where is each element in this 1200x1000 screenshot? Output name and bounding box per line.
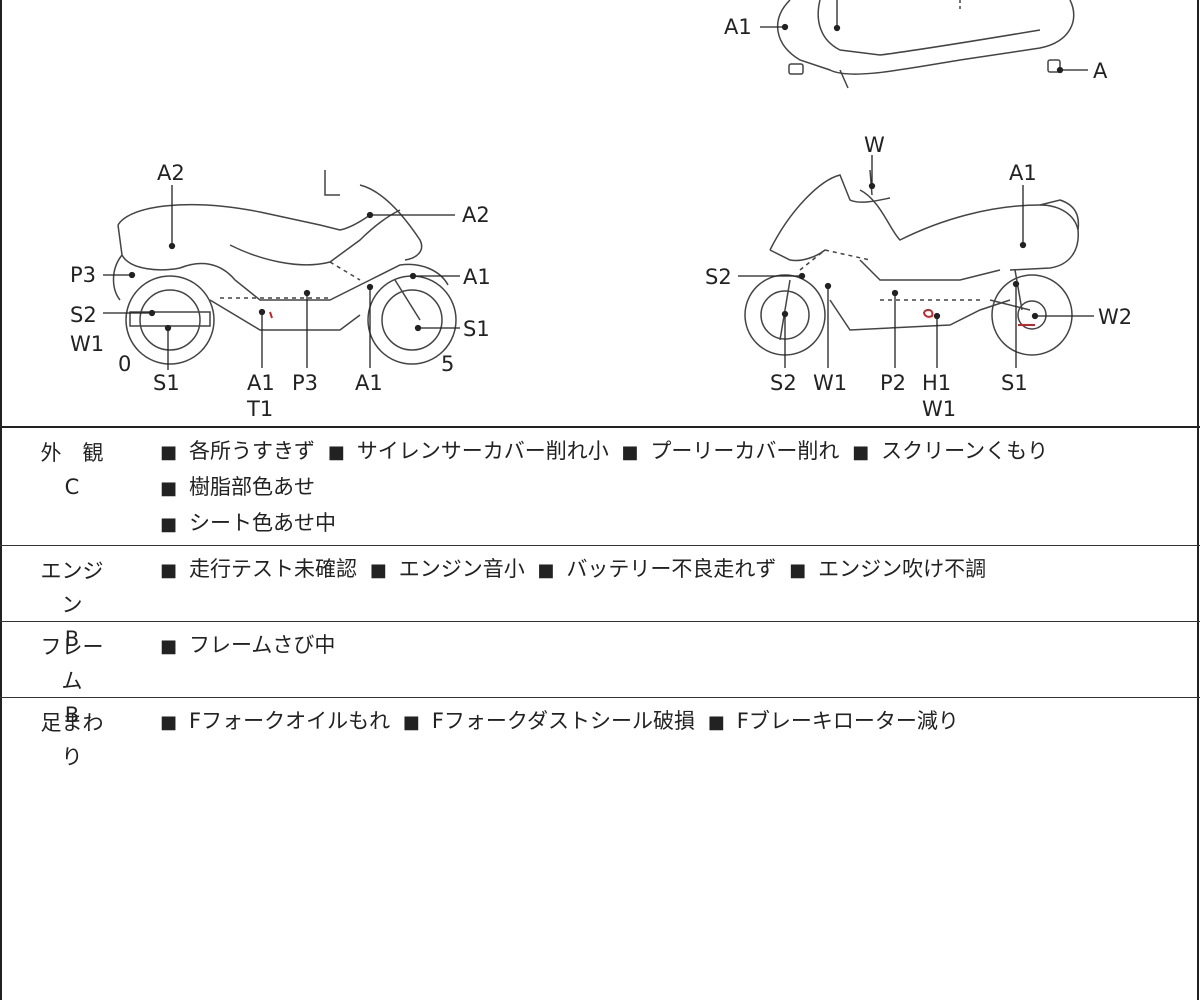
condition-item: バッテリー不良走れず (537, 557, 776, 581)
label-right-a1: A1 (1009, 161, 1037, 185)
condition-item: Fフォークオイルもれ (160, 709, 390, 733)
label-left-0: 0 (118, 352, 131, 376)
condition-row-suspension: 足まわり Fフォークオイルもれ Fフォークダストシール破損 Fブレーキローター減… (0, 698, 1200, 769)
label-left-s2: S2 (70, 303, 97, 327)
category-name: 足まわり (40, 711, 104, 769)
label-left-s1-right: S1 (463, 317, 490, 341)
label-right-s2-bottom: S2 (770, 371, 797, 395)
left-front-wheel (367, 275, 457, 365)
condition-row-frame: フレーム B フレームさび中 (0, 622, 1200, 727)
condition-item: エンジン吹け不調 (789, 557, 986, 581)
left-windscreen (359, 184, 423, 261)
condition-item: サイレンサーカバー削れ小 (328, 439, 609, 463)
condition-item: Fブレーキローター減り (708, 709, 959, 733)
left-muffler (129, 311, 211, 327)
row-category: 外 観 C (32, 436, 112, 504)
category-name: フレーム (40, 635, 104, 693)
right-rear-wheel (991, 274, 1073, 356)
scooter-diagram: A1 A A2 A2 P3 A1 S2 S1 W1 0 5 S1 A1 P3 A… (70, 0, 1132, 421)
category-name: 外 観 (40, 441, 104, 465)
condition-item: エンジン音小 (370, 557, 525, 581)
row-category: エンジン B (32, 554, 112, 656)
label-left-w1: W1 (70, 332, 104, 356)
label-left-a2-right: A2 (462, 203, 490, 227)
right-side-scooter (744, 169, 1080, 356)
condition-item: 走行テスト未確認 (160, 557, 357, 581)
row-category: 足まわり (32, 706, 112, 774)
condition-item: シート色あせ中 (160, 511, 336, 535)
label-right-w1-bottom: W1 (813, 371, 847, 395)
condition-items: フレームさび中 (160, 628, 1190, 664)
label-left-a1-bottom2: A1 (355, 371, 383, 395)
condition-item: スクリーンくもり (852, 439, 1048, 463)
condition-item: 樹脂部色あせ (160, 475, 315, 499)
label-left-t1: T1 (246, 397, 273, 421)
label-right-w2: W2 (1098, 305, 1132, 329)
condition-items: Fフォークオイルもれ Fフォークダストシール破損 Fブレーキローター減り (160, 704, 1190, 740)
label-left-a2-top: A2 (157, 161, 185, 185)
category-name: エンジン (40, 559, 104, 617)
condition-item: Fフォークダストシール破損 (403, 709, 695, 733)
label-left-a1-right: A1 (463, 265, 491, 289)
condition-item: フレームさび中 (160, 633, 335, 657)
label-left-a1-bottom: A1 (247, 371, 275, 395)
label-left-p3: P3 (70, 263, 96, 287)
label-right-s2: S2 (705, 265, 732, 289)
label-top-a: A (1093, 59, 1108, 83)
label-right-p2: P2 (880, 371, 906, 395)
condition-items: 各所うすきず サイレンサーカバー削れ小 プーリーカバー削れ スクリーンくもり 樹… (160, 434, 1190, 542)
top-view-outline (776, 0, 1075, 75)
condition-items: 走行テスト未確認 エンジン音小 バッテリー不良走れず エンジン吹け不調 (160, 552, 1190, 588)
left-side-scooter (112, 170, 457, 365)
condition-item: 各所うすきず (160, 439, 315, 463)
condition-row-engine: エンジン B 走行テスト未確認 エンジン音小 バッテリー不良走れず エンジン吹け… (0, 546, 1200, 651)
label-right-w: W (864, 133, 885, 157)
row-category: フレーム B (32, 630, 112, 732)
label-right-s1: S1 (1001, 371, 1028, 395)
scooter-diagram-area: A1 A A2 A2 P3 A1 S2 S1 W1 0 5 S1 A1 P3 A… (0, 0, 1200, 428)
condition-item: プーリーカバー削れ (621, 439, 839, 463)
label-top-a1: A1 (724, 15, 752, 39)
label-right-w1-under: W1 (922, 397, 956, 421)
label-left-s1-bottom: S1 (153, 371, 180, 395)
category-grade: B (64, 627, 80, 651)
label-right-h1: H1 (922, 371, 951, 395)
label-left-p3-bottom: P3 (292, 371, 318, 395)
label-left-5: 5 (441, 352, 454, 376)
condition-row-exterior: 外 観 C 各所うすきず サイレンサーカバー削れ小 プーリーカバー削れ スクリー… (0, 428, 1200, 546)
left-rear-wheel (125, 275, 215, 365)
category-grade: C (64, 475, 80, 499)
